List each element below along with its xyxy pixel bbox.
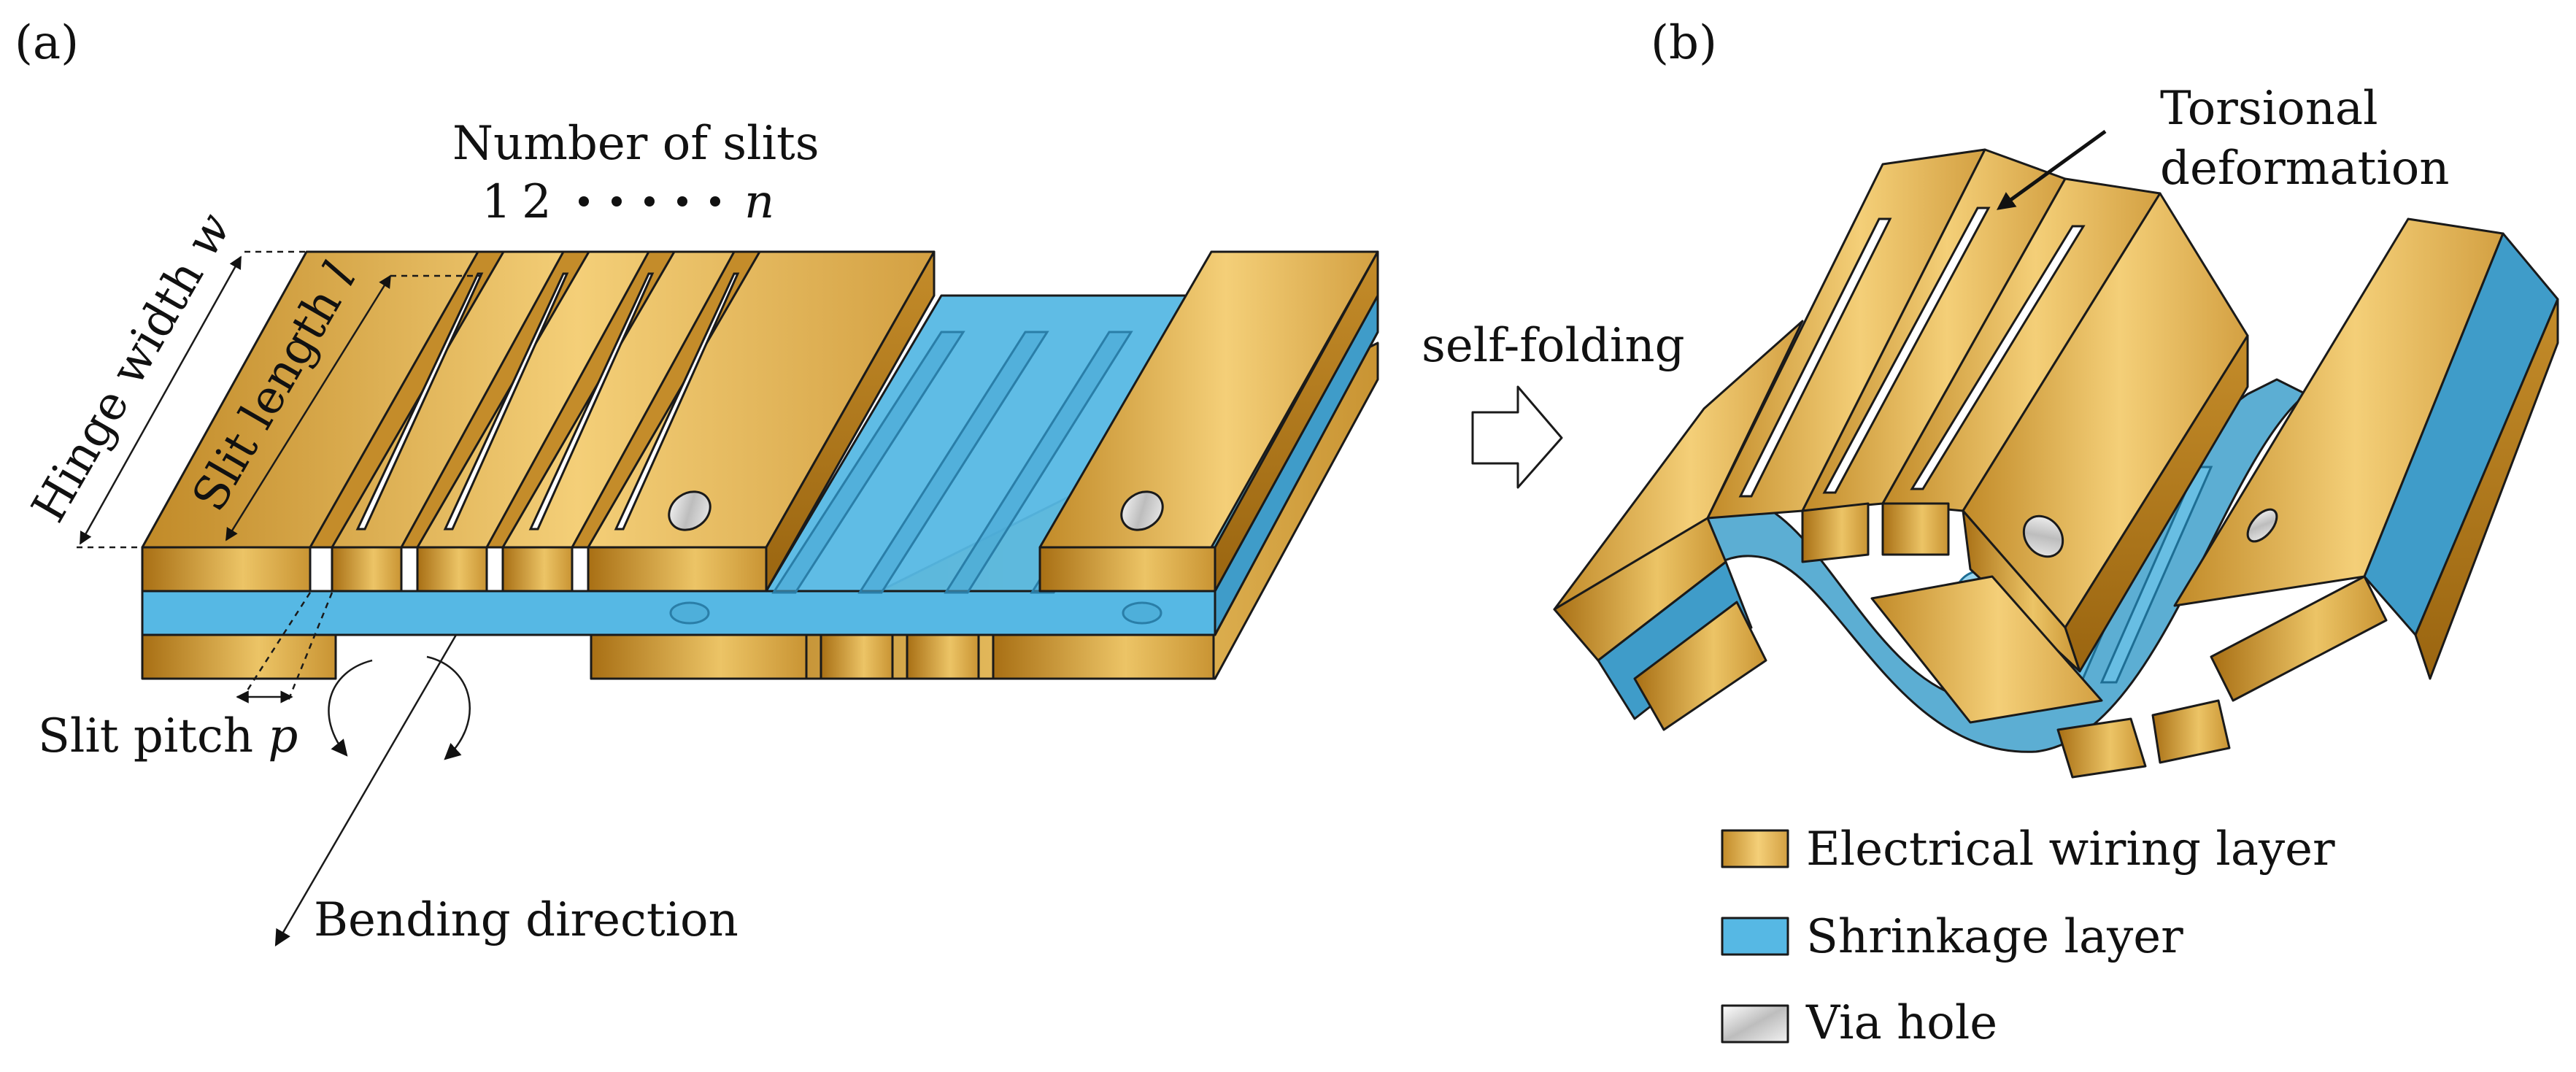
top-front-seg-2 [416,546,488,593]
torsional-arrow [1996,129,2107,210]
top-front-block-1 [141,546,312,593]
top-front-block-right [1038,546,1216,593]
hinge-structure-folded [1553,148,2559,779]
slit-seq-2: 2 [522,175,552,229]
left-plate-lower [1633,601,1767,731]
top-front-seg-3 [501,546,574,593]
center-right-block-front [1962,509,2081,673]
slit-pitch-dimension [236,592,333,703]
number-of-slits-label: Number of slits [452,117,820,171]
panel-a-tag: (a) [15,16,79,70]
hinge-width-dimension [77,250,306,549]
torsional-label-2: deformation [2160,142,2449,196]
top-front-seg-1 [331,546,403,593]
self-folding-label: self-folding [1422,319,1685,373]
via-hole-1 [668,490,712,531]
bending-direction-indicator [274,634,471,946]
legend-label-wiring: Electrical wiring layer [1806,822,2335,876]
lower-block-1 [2056,717,2147,779]
via-hole-folded-1 [2022,514,2064,558]
right-plate-side [2414,298,2559,680]
folded-slit-openings [1738,207,2086,498]
legend-swatch-shrinkage [1721,917,1789,956]
slit-length-arrow [225,274,392,541]
bottom-segment-1 [590,633,808,680]
right-plate-front [2210,575,2388,702]
via-hole-2 [1120,490,1164,531]
slit-seq-dots [579,196,720,207]
legend-swatch-wiring [1721,829,1789,868]
hinge-structure-flat [141,250,1379,680]
legend-swatch-via [1721,1004,1789,1044]
via-hole-folded-2 [2246,508,2278,543]
bottom-segment-2 [820,633,894,680]
bottom-segment-4 [992,633,1215,680]
bending-direction-label: Bending direction [314,893,739,947]
self-folding-arrow-icon [1471,385,1563,489]
top-side-right [1214,250,1379,593]
top-wiring-side [765,250,936,593]
bottom-segment-3 [906,633,980,680]
lower-center-plate [1870,575,2103,724]
slit-pitch-label: Slit pitch p [38,709,298,763]
legend-label-shrinkage: Shrinkage layer [1806,910,2183,964]
lower-block-2 [2151,699,2231,764]
slit-seq-n: n [744,175,774,229]
legend: Electrical wiring layer Shrinkage layer … [1721,822,2335,1050]
center-front-seg-1 [1801,502,1870,563]
legend-label-via: Via hole [1805,996,1997,1050]
top-front-block-2 [587,546,768,593]
slit-seq-1: 1 [482,175,512,229]
center-front-seg-2 [1881,502,1950,556]
panel-b-tag: (b) [1651,16,1717,70]
torsional-label-1: Torsional [2160,82,2378,136]
